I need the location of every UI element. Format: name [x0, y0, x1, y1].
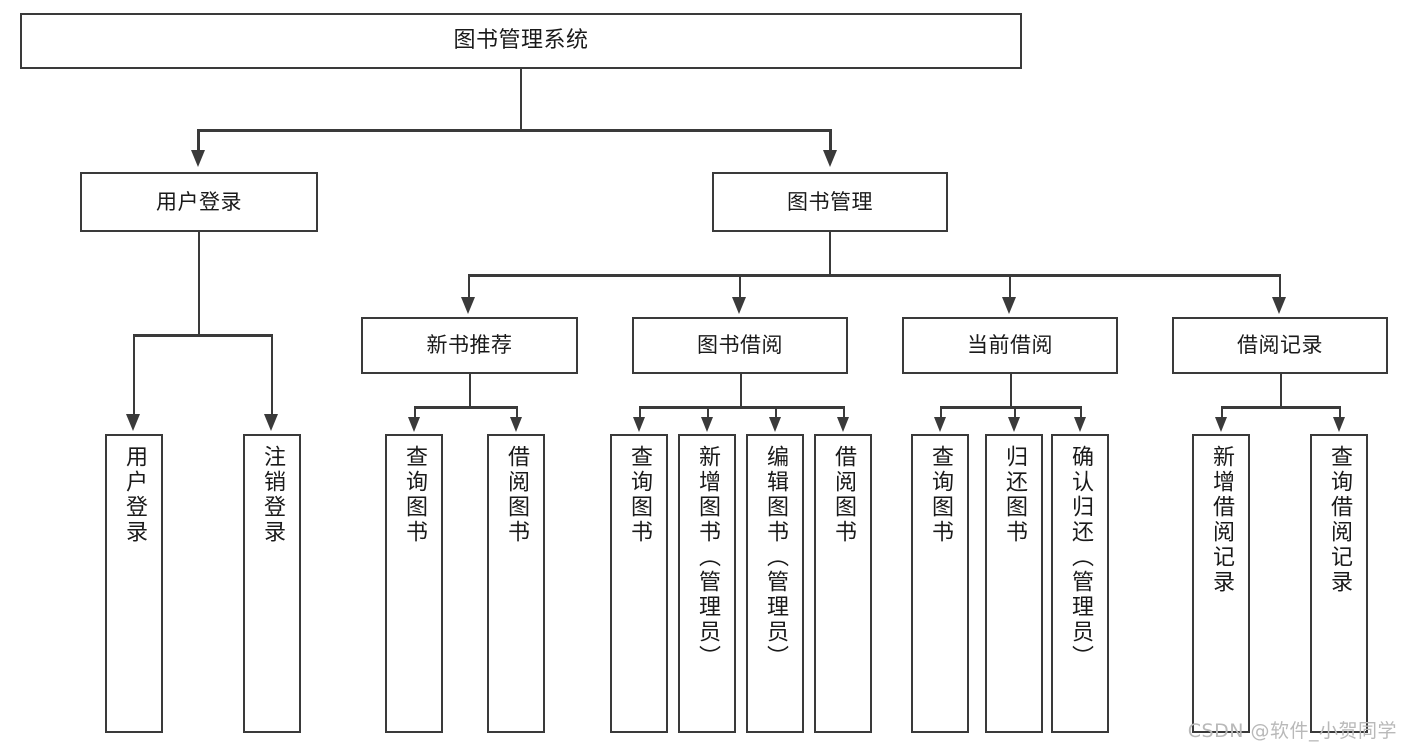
arrowhead-leaf-query-book-3 [933, 417, 946, 432]
node-leaf-query-book-1[interactable]: 查询图书 [385, 434, 443, 733]
connector-nbr-to-leaf-1 [413, 406, 416, 418]
node-leaf-add-book[interactable]: 新增图书（管理员） [678, 434, 736, 733]
node-leaf-add-record[interactable]: 新增借阅记录 [1192, 434, 1250, 733]
node-label: 注销登录 [260, 445, 285, 545]
connector-root-stem [519, 69, 522, 130]
node-user-login[interactable]: 用户登录 [80, 172, 318, 232]
arrowhead-book-borrow [732, 297, 746, 314]
connector-user-login-stem [197, 232, 200, 336]
connector-borrow-record-stem [1279, 374, 1282, 408]
arrowhead-leaf-logout [264, 414, 278, 431]
node-label: 图书借阅 [697, 333, 783, 358]
connector-borrow-record-bus [1221, 406, 1339, 409]
node-leaf-borrow-book-1[interactable]: 借阅图书 [487, 434, 545, 733]
connector-new-book-recommend-stem [468, 374, 471, 408]
connector-to-current-borrow [1008, 274, 1011, 298]
node-label: 查询图书 [402, 445, 427, 545]
node-root-book-management-system[interactable]: 图书管理系统 [20, 13, 1022, 69]
connector-cb-to-leaf-2 [1013, 406, 1016, 418]
node-label: 新增图书（管理员） [695, 445, 720, 670]
connector-bb-to-leaf-4 [842, 406, 845, 418]
connector-cb-to-leaf-3 [1079, 406, 1082, 418]
arrowhead-leaf-add-book [700, 417, 713, 432]
node-new-book-recommend[interactable]: 新书推荐 [361, 317, 578, 374]
connector-book-manage-bus [468, 274, 1281, 277]
node-label: 借阅图书 [504, 445, 529, 545]
node-label: 借阅图书 [831, 445, 856, 545]
node-leaf-logout[interactable]: 注销登录 [243, 434, 301, 733]
connector-book-manage-stem [828, 232, 831, 276]
arrowhead-borrow-record [1272, 297, 1286, 314]
connector-user-login-bus [133, 334, 272, 337]
node-label: 借阅记录 [1237, 333, 1323, 358]
arrowhead-leaf-query-record [1332, 417, 1345, 432]
arrowhead-leaf-confirm-return [1073, 417, 1086, 432]
node-label: 编辑图书（管理员） [763, 445, 788, 670]
node-leaf-edit-book[interactable]: 编辑图书（管理员） [746, 434, 804, 733]
connector-to-new-book-recommend [467, 274, 470, 298]
node-leaf-query-book-3[interactable]: 查询图书 [911, 434, 969, 733]
connector-bb-to-leaf-2 [706, 406, 709, 418]
arrowhead-leaf-return-book [1007, 417, 1020, 432]
arrowhead-new-book-recommend [461, 297, 475, 314]
connector-user-login-to-leaf-1 [132, 334, 135, 415]
node-label: 当前借阅 [967, 333, 1053, 358]
arrowhead-leaf-edit-book [768, 417, 781, 432]
connector-to-book-borrow [738, 274, 741, 298]
node-label: 新增借阅记录 [1209, 445, 1234, 595]
arrowhead-leaf-borrow-book-1 [509, 417, 522, 432]
arrowhead-user-login [190, 150, 205, 167]
connector-user-login-to-leaf-2 [270, 334, 273, 415]
connector-to-borrow-record [1278, 274, 1281, 298]
arrowhead-leaf-query-book-2 [632, 417, 645, 432]
connector-book-borrow-stem [739, 374, 742, 408]
node-label: 用户登录 [156, 189, 242, 214]
node-borrow-record[interactable]: 借阅记录 [1172, 317, 1388, 374]
connector-bb-to-leaf-1 [638, 406, 641, 418]
connector-bb-to-leaf-3 [774, 406, 777, 418]
node-label: 查询借阅记录 [1327, 445, 1352, 595]
node-label: 确认归还（管理员） [1068, 445, 1093, 670]
node-leaf-confirm-return[interactable]: 确认归还（管理员） [1051, 434, 1109, 733]
arrowhead-leaf-query-book-1 [407, 417, 420, 432]
connector-br-to-leaf-2 [1338, 406, 1341, 418]
arrowhead-leaf-add-record [1214, 417, 1227, 432]
connector-cb-to-leaf-1 [939, 406, 942, 418]
connector-nbr-to-leaf-2 [515, 406, 518, 418]
node-label: 图书管理 [787, 189, 873, 214]
node-label: 用户登录 [122, 445, 147, 545]
node-leaf-return-book[interactable]: 归还图书 [985, 434, 1043, 733]
arrowhead-leaf-borrow-book-2 [836, 417, 849, 432]
node-leaf-query-record[interactable]: 查询借阅记录 [1310, 434, 1368, 733]
connector-root-to-book-manage [829, 129, 832, 151]
arrowhead-current-borrow [1002, 297, 1016, 314]
node-leaf-user-login[interactable]: 用户登录 [105, 434, 163, 733]
node-label: 新书推荐 [426, 333, 513, 358]
node-leaf-query-book-2[interactable]: 查询图书 [610, 434, 668, 733]
node-current-borrow[interactable]: 当前借阅 [902, 317, 1118, 374]
csdn-watermark: CSDN @软件_小贺同学 [1187, 720, 1397, 742]
node-label: 图书管理系统 [453, 28, 589, 54]
connector-root-bus [198, 129, 832, 132]
node-book-manage[interactable]: 图书管理 [712, 172, 948, 232]
node-label: 查询图书 [928, 445, 953, 545]
connector-current-borrow-stem [1009, 374, 1012, 408]
connector-book-borrow-bus [639, 406, 844, 409]
arrowhead-leaf-user-login [126, 414, 140, 431]
node-label: 查询图书 [627, 445, 652, 545]
node-leaf-borrow-book-2[interactable]: 借阅图书 [814, 434, 872, 733]
connector-br-to-leaf-1 [1220, 406, 1223, 418]
arrowhead-book-manage [822, 150, 837, 167]
connector-root-to-user-login [197, 129, 200, 151]
node-label: 归还图书 [1002, 445, 1027, 545]
connector-current-borrow-bus [940, 406, 1080, 409]
node-book-borrow[interactable]: 图书借阅 [632, 317, 848, 374]
connector-new-book-recommend-bus [414, 406, 517, 409]
